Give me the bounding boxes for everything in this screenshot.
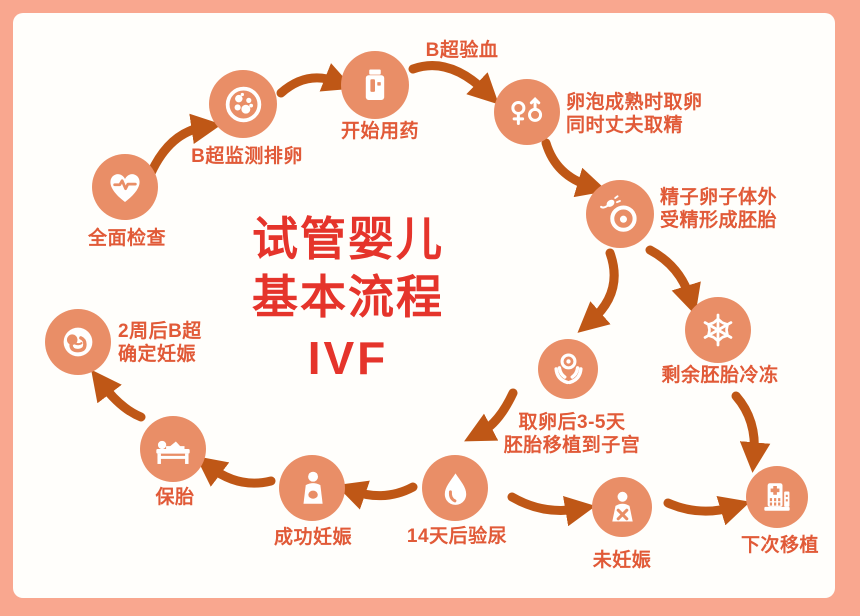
node-next-transfer xyxy=(746,466,808,528)
gender-symbols-icon xyxy=(511,97,543,125)
node-not-pregnant xyxy=(592,477,652,537)
water-drop-icon xyxy=(444,472,466,505)
label-embryo-transfer: 取卵后3-5天 胚胎移植到子宫 xyxy=(503,412,641,456)
node-egg-sperm-retrieval xyxy=(494,79,560,145)
label-embryo-freezing: 剩余胚胎冷冻 xyxy=(661,365,779,386)
hospital-icon xyxy=(764,483,790,511)
medicine-bottle-icon xyxy=(365,69,385,100)
bed-icon xyxy=(156,440,190,464)
node-ultrasound-monitor xyxy=(209,70,277,138)
label-pregnancy-confirm: 2周后B超 确定妊娠 xyxy=(118,321,202,365)
heart-pulse-icon xyxy=(110,174,140,202)
node-pregnancy-success xyxy=(279,455,345,521)
label-fertilization: 精子卵子体外 受精形成胚胎 xyxy=(660,187,778,231)
node-fertilization xyxy=(586,180,654,248)
snowflake-icon xyxy=(701,313,735,347)
label-not-pregnant: 未妊娠 xyxy=(592,550,652,571)
node-start-medication xyxy=(341,51,409,119)
page-title: 试管婴儿 基本流程 IVF xyxy=(252,210,444,390)
pregnant-woman-icon xyxy=(303,471,323,504)
petri-dish-icon xyxy=(225,86,261,122)
edge-label-blood-test: B超验血 xyxy=(425,40,499,61)
node-embryo-transfer xyxy=(538,339,598,399)
label-ultrasound-monitor: B超监测排卵 xyxy=(191,146,303,167)
person-x-icon xyxy=(611,491,633,521)
hands-egg-icon xyxy=(553,352,583,384)
fetus-icon xyxy=(63,327,93,357)
node-full-checkup xyxy=(92,154,158,220)
label-egg-sperm-retrieval: 卵泡成熟时取卵 同时丈夫取精 xyxy=(566,92,703,136)
node-urine-test xyxy=(422,455,488,521)
label-urine-test: 14天后验尿 xyxy=(406,526,508,547)
title-line-1: 试管婴儿 xyxy=(252,213,444,265)
label-pregnancy-care: 保胎 xyxy=(155,487,195,508)
label-start-medication: 开始用药 xyxy=(340,121,420,142)
node-pregnancy-confirm xyxy=(45,309,111,375)
label-full-checkup: 全面检查 xyxy=(87,228,167,249)
node-pregnancy-care xyxy=(140,416,206,482)
label-pregnancy-success: 成功妊娠 xyxy=(273,527,353,548)
title-line-2: 基本流程 xyxy=(252,271,444,323)
title-line-3: IVF xyxy=(307,332,389,384)
node-embryo-freezing xyxy=(685,297,751,363)
label-next-transfer: 下次移植 xyxy=(740,535,820,556)
fertilization-icon xyxy=(599,194,637,232)
